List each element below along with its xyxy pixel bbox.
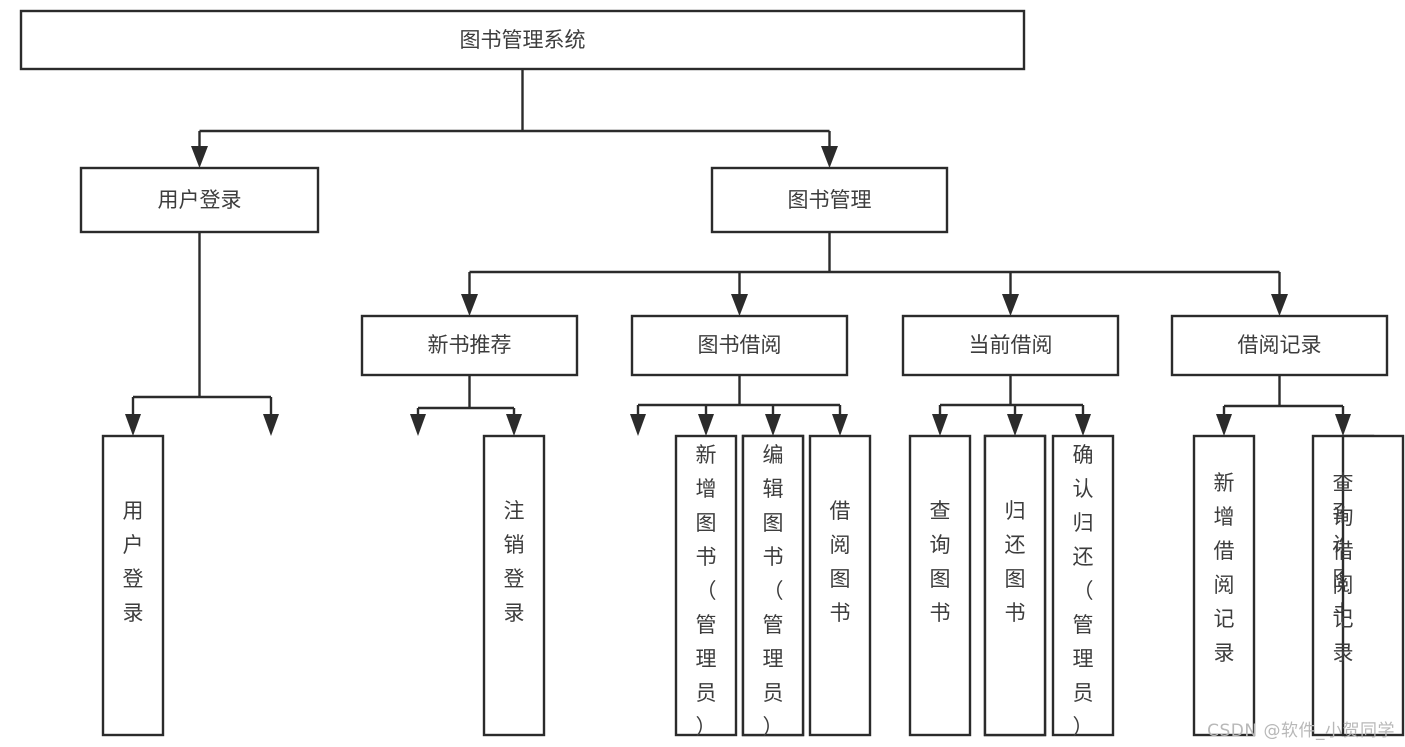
node-leaf-query-borrow-record-label: 查询借阅记录 [1333,471,1354,665]
node-user-login-box[interactable] [79,166,320,234]
node-borrow-record-box[interactable] [1170,314,1389,377]
arrowhead-leaf-borrow-book-1 [506,414,522,436]
node-leaf-add-book-box[interactable] [674,434,738,737]
node-leaf-query-book-current-label: 查询图书 [930,499,951,625]
node-book-borrow[interactable]: 图书借阅 [630,314,849,377]
node-leaf-borrow-book-borrow-box[interactable] [808,434,872,737]
node-leaf-add-book[interactable]: 新增图书（管理员） [674,434,738,739]
node-leaf-query-book-current[interactable]: 查询图书 [908,434,972,737]
node-borrow-record-label: 借阅记录 [1238,333,1322,357]
node-leaf-user-login-box[interactable] [101,434,165,737]
node-leaf-confirm-return-box[interactable] [1051,434,1115,737]
node-root-system-label: 图书管理系统 [460,28,586,52]
node-leaf-query-borrow-record[interactable]: 查询借阅记录 [1333,434,1405,737]
arrowhead-leaf-return-book [1007,414,1023,436]
arrowhead-new-book-rec [461,294,478,316]
node-current-borrow[interactable]: 当前借阅 [901,314,1120,377]
node-leaf-confirm-return-label: 确认归还（管理员） [1073,443,1094,739]
arrowhead-leaf-user-login [125,414,141,436]
node-user-login[interactable]: 用户登录 [79,166,320,234]
node-book-borrow-box[interactable] [630,314,849,377]
node-book-borrow-label: 图书借阅 [698,333,782,357]
arrowhead-leaf-add-book [698,414,714,436]
node-leaf-logout-box[interactable] [482,434,546,737]
node-leaf-return-book[interactable]: 归还图书 [983,434,1047,737]
node-leaf-add-borrow-record-label: 新增借阅记录 [1214,471,1235,665]
node-book-management-box[interactable] [710,166,949,234]
node-leaf-add-borrow-record[interactable]: 新增借阅记录 [1192,434,1256,737]
arrowhead-user-login [191,146,208,168]
arrowhead-leaf-query-book-1 [410,414,426,436]
node-new-book-recommend-box[interactable] [360,314,579,377]
node-leaf-add-book-label: 新增图书（管理员） [696,443,717,739]
node-leaf-edit-book[interactable]: 编辑图书（管理员） [741,434,805,739]
node-root-system-box[interactable] [19,9,1026,71]
node-leaf-edit-book-label: 编辑图书（管理员） [763,443,784,739]
node-leaf-return-book-label: 归还图书 [1005,499,1026,625]
arrowhead-leaf-query-record [1335,414,1351,436]
node-borrow-record[interactable]: 借阅记录 [1170,314,1389,377]
arrowhead-leaf-logout [263,414,279,436]
node-leaf-logout-label: 注销登录 [504,499,525,625]
node-leaf-query-book-current-box[interactable] [908,434,972,737]
node-book-management[interactable]: 图书管理 [710,166,949,234]
node-leaf-return-book-box[interactable] [983,434,1047,737]
arrowhead-leaf-add-record [1216,414,1232,436]
node-leaf-add-borrow-record-box[interactable] [1192,434,1256,737]
node-new-book-recommend[interactable]: 新书推荐 [360,314,579,377]
arrowhead-current-borrow [1002,294,1019,316]
node-leaf-borrow-book-borrow-label: 借阅图书 [830,499,851,625]
node-leaf-borrow-book-borrow[interactable]: 借阅图书 [808,434,872,737]
node-current-borrow-label: 当前借阅 [969,333,1053,357]
node-leaf-logout[interactable]: 注销登录 [482,434,546,737]
arrowhead-leaf-query-book-2 [630,414,646,436]
node-leaf-user-login-label: 用户登录 [123,499,144,625]
arrowhead-book-mgmt [821,146,838,168]
node-new-book-recommend-label: 新书推荐 [428,333,512,357]
node-book-management-label: 图书管理 [788,188,872,212]
arrowhead-leaf-edit-book [765,414,781,436]
node-leaf-user-login[interactable]: 用户登录 [101,434,165,737]
node-root-system[interactable]: 图书管理系统 [19,9,1026,71]
arrowhead-leaf-borrow-book-2 [832,414,848,436]
node-current-borrow-box[interactable] [901,314,1120,377]
arrowhead-borrow-record [1271,294,1288,316]
node-leaf-edit-book-box[interactable] [741,434,805,737]
arrowhead-book-borrow [731,294,748,316]
connector-layer [125,69,1351,436]
node-leaf-query-borrow-record-box[interactable] [1341,434,1405,737]
arrowhead-leaf-confirm-return [1075,414,1091,436]
arrowhead-leaf-query-book-3 [932,414,948,436]
node-leaf-confirm-return[interactable]: 确认归还（管理员） [1051,434,1115,739]
node-user-login-label: 用户登录 [158,188,242,212]
